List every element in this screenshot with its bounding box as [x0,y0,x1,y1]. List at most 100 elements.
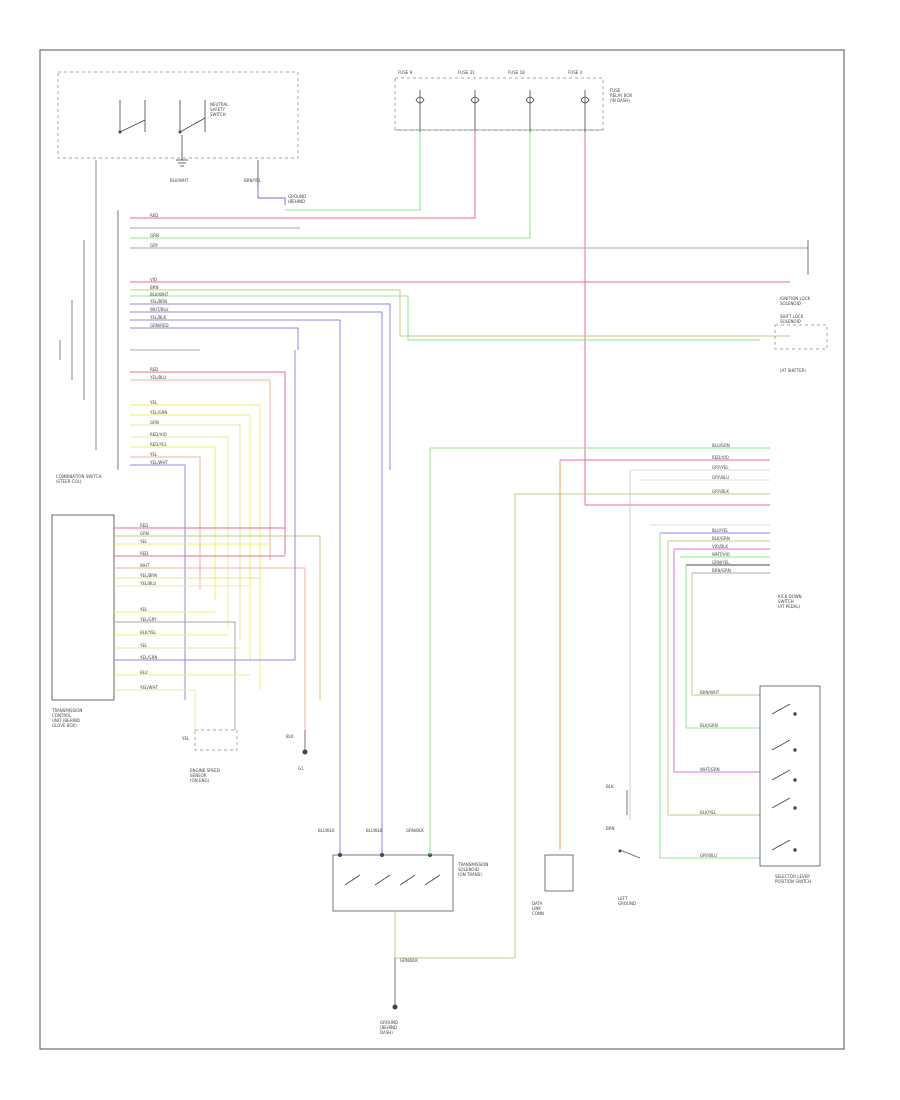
right-harness [629,469,770,859]
wire-label: RED/VIO [150,432,167,437]
caption-line: GROUND [618,901,636,906]
right-wire-labels: BLU/GRN RED/VIO GRY/YEL GRY/BLU GRY/BLK … [712,443,731,573]
kick-down-switch: KICK DOWN SWITCH (AT PEDAL) [778,594,802,609]
wire-label: BLK [606,784,614,789]
caption-line: LEFT [618,896,628,901]
wire-label: GRN [150,420,159,425]
caption-line: GLOVE BOX) [52,723,77,728]
transmission-solenoid: TRANSMISSION SOLENOID (ON TRANS) BLU/BLK… [318,828,488,912]
wire-label: YEL/BLK [149,315,167,320]
wire-label: VIO [150,277,157,282]
caption-line: (ON TRANS) [458,872,482,877]
wire-label: BLU/BLK [318,828,335,833]
caption-line: COMBINATION SWITCH [56,474,101,479]
wire-label: RED [140,551,148,556]
wire-label: GRN/RED [150,323,169,328]
combo-wire-labels: RED GRN GRY VIO BRN BLK/WHT YEL/BRN WHT/… [149,213,169,465]
tcu-harness [114,350,321,730]
diagram-frame [39,49,845,1050]
caption-line: (BEHIND [288,199,305,204]
wire-label: BRN/YEL [244,178,262,183]
wire-label: YEL [181,736,190,741]
neutral-safety-switch: NEUTRAL SAFETY SWITCH BLK/WHT BRN/YEL GR… [57,71,306,205]
caption-line: (AT PEDAL) [778,604,801,609]
wire-label: YEL/GRN [139,655,157,660]
wire-label: VIO/BLK [712,544,728,549]
wire-label: BLK/YEL [700,810,717,815]
caption-line: ENGINE SPEED [190,768,220,773]
wire-label: BRN [150,285,159,290]
fuse-label: FUSE 18 [508,70,525,75]
wire-label: YEL [139,607,148,612]
combination-switch: COMBINATION SWITCH (STEER COL) [56,160,119,484]
wire-label: RED [140,523,148,528]
data-link-connector: DATA LINK CONN [532,854,574,916]
caption-line: GROUND [380,1020,398,1025]
wire-label: YEL/WHT [139,685,159,690]
wire-label: GRN/BLK [400,958,418,963]
wire-label: GRN [140,531,149,536]
wire-label: GRY/BLK [712,489,729,494]
wire-label: YEL [139,643,148,648]
caption-line: IGNITION LOCK [780,296,811,301]
wire-label: BLK [286,734,294,739]
fuse-label: FUSE 31 [458,70,475,75]
caption-line: (IN DASH) [610,98,630,103]
wire-label: YEL [149,452,158,457]
wire-label: BLK/WHT [170,178,189,183]
wire-label: BLK/GRN [700,723,718,728]
caption-line: GROUND [288,194,306,199]
ground-g103: GROUND (BEHIND DASH) [380,1020,398,1035]
wire-label: YEL/WHT [149,460,169,465]
wire-label: BLK/WHT [150,292,169,297]
wire-label: GRY/BLU [700,853,717,858]
wire-label: GRY/YEL [712,465,729,470]
wire-label: BLK/YEL [140,630,157,635]
wire-label: RED [150,213,158,218]
wire-label: WHT/VIO [712,552,730,557]
wire-label: YEL/GRN [149,410,167,415]
wire-label: GRY [150,243,159,248]
wire-label: BRN/GRN [712,568,731,573]
wire-label: YEL/BRN [139,573,157,578]
wire-label: RED/YEL [150,442,168,447]
wire-label: RED [150,367,158,372]
gear-selector-switch: SELECTOR LEVER POSITION SWITCH BRN/WHT B… [700,685,821,884]
wire-label: BRN [606,826,615,831]
left-ground: BLK BRN LEFT GROUND [606,784,641,906]
caption-line: TRANSMISSION [457,862,488,867]
wire-label: GRY/BLU [712,475,729,480]
caption-line: TRANSMISSION [51,708,82,713]
wire-label: BLU [140,670,148,675]
transmission-control-unit: TRANSMISSION CONTROL UNIT (BEHIND GLOVE … [51,514,115,728]
caption-line: SAFETY [210,107,226,112]
wire-label: YEL/BLU [149,375,166,380]
caption-line: CONTROL [52,713,72,718]
wire-label: YEL/BLU [139,581,156,586]
wire-label: BLU/YEL [712,528,729,533]
wire-label: BLK/GRN [712,536,730,541]
caption-line: SELECTOR LEVER [775,874,810,879]
wire-label: GRN/YEL [712,560,730,565]
caption-line: SOLENOID [458,867,479,872]
caption-line: (STEER COL) [56,479,82,484]
wire-label: GRN [150,233,159,238]
caption-line: UNIT (BEHIND [52,718,80,723]
fuse-label: FUSE 9 [398,70,413,75]
wire-label: WHT/BLU [150,307,169,312]
caption-line: SWITCH [210,112,226,117]
caption-line: (AT SHIFTER) [780,368,806,373]
wire-label: BLU/GRN [712,443,730,448]
caption-line: KICK DOWN [778,594,802,599]
wire-label: RED/VIO [712,455,729,460]
wire-label: GRN/BLK [406,828,424,833]
caption-line: NEUTRAL [210,102,229,107]
caption-line: DASH) [380,1030,393,1035]
caption-line: SOLENOID [780,301,801,306]
wire-label: BRN/WHT [700,690,720,695]
g1: BLK G1 [286,730,308,771]
caption-line: SOLENOID [780,319,801,324]
shift-lock-solenoid: SHIFT LOCK SOLENOID (AT SHIFTER) [774,314,828,373]
fuse-relay-boxes: FUSE 9 FUSE 31 FUSE 18 FUSE 4 FUSE RELAY… [394,70,632,132]
